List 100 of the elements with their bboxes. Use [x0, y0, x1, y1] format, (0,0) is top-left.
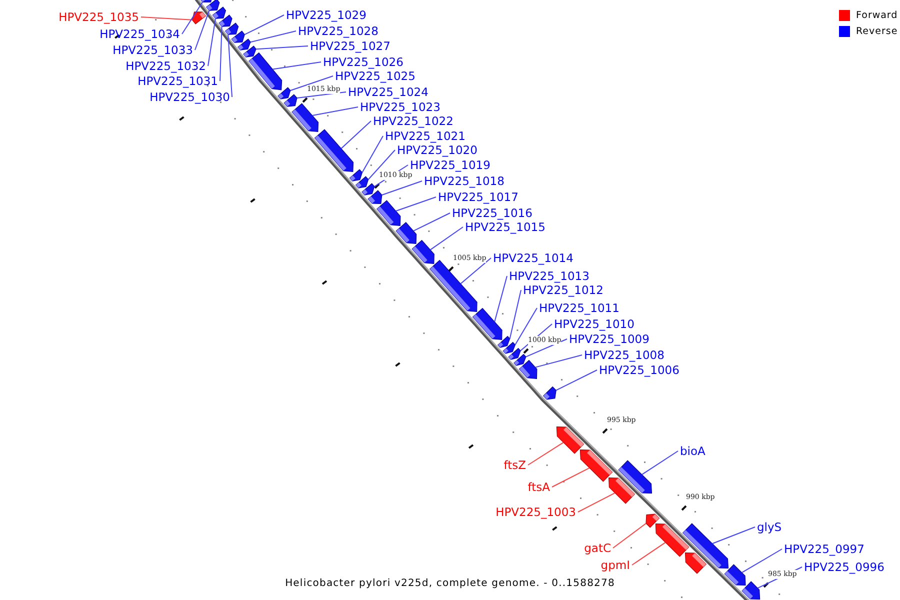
leader-line [296, 92, 346, 98]
leader-line [244, 14, 284, 36]
gene-block [497, 336, 510, 348]
leader-line [272, 62, 322, 70]
gene-label: HPV225_0996 [804, 560, 884, 574]
gene-label: HPV225_1017 [438, 190, 518, 204]
gene-label: HPV225_1012 [523, 283, 604, 297]
gene-block [224, 22, 239, 35]
gene-label: HPV225_1011 [539, 301, 620, 315]
gene-block [218, 14, 232, 27]
gene-block [472, 308, 502, 340]
caption: Helicobacter pylori v225d, complete genome. - 0..1588278 [285, 577, 615, 591]
gene-label: HPV225_1030 [150, 90, 230, 104]
gene-label: HPV225_1026 [323, 55, 404, 69]
gene-block [349, 169, 363, 182]
gene-block [237, 38, 251, 50]
gene-block [231, 30, 245, 43]
gene-label: HPV225_1019 [410, 158, 490, 172]
gene-label: HPV225_1014 [493, 251, 574, 265]
gene-block [655, 524, 690, 557]
gene-block [502, 342, 516, 354]
gene-label: HPV225_1031 [138, 74, 218, 88]
gene-block [314, 129, 354, 172]
leader-line [208, 18, 216, 66]
gene-block [682, 523, 729, 568]
gene-block [192, 12, 206, 24]
legend-label: Reverse [856, 26, 898, 38]
gene-label: gpmI [600, 558, 630, 572]
gene-block [618, 460, 652, 494]
gene-label: HPV225_1024 [348, 85, 428, 99]
gene-label: HPV225_1029 [286, 8, 366, 22]
gene-label: HPV225_1008 [584, 348, 664, 362]
gene-label: HPV225_1028 [298, 24, 378, 38]
gene-label: HPV225_1027 [310, 39, 390, 53]
gene-block [429, 260, 478, 312]
leader-line [340, 120, 372, 149]
leader-line [412, 212, 450, 232]
leader-line [256, 46, 308, 50]
gene-label: HPV225_1032 [126, 59, 206, 73]
leader-line [525, 338, 568, 358]
leader-line [578, 492, 616, 512]
gene-block [198, 0, 214, 2]
gene-label: HPV225_1009 [569, 332, 650, 346]
gene-block [556, 426, 584, 454]
gene-label: HPV225_1003 [496, 505, 576, 519]
gene-block [518, 360, 538, 380]
leader-line [494, 276, 508, 322]
gene-block [243, 46, 256, 58]
leader-line [534, 354, 582, 368]
gene-block [542, 386, 556, 400]
gene-label: HPV225_1018 [424, 174, 504, 188]
gene-block [514, 354, 526, 366]
gene-block [362, 183, 375, 196]
gene-label: HPV225_1020 [397, 143, 478, 157]
leader-line [312, 106, 358, 116]
gene-block [284, 94, 298, 107]
gene-label: HPV225_1013 [509, 269, 590, 283]
legend-label: Forward [856, 10, 898, 22]
leader-line [194, 10, 210, 50]
gene-block [278, 87, 291, 100]
leader-line [228, 34, 232, 98]
leader-line [182, 2, 203, 34]
leader-line [528, 442, 564, 466]
leader-line [362, 136, 384, 173]
leader-line [641, 450, 678, 476]
gene-label: HPV225_1022 [373, 114, 454, 128]
leader-line [140, 16, 193, 20]
gene-label: HPV225_0997 [784, 542, 864, 556]
gene-block [376, 200, 401, 226]
gene-block [248, 52, 282, 90]
leader-line [712, 526, 756, 544]
gene-block [396, 222, 417, 244]
gene-label: HPV225_1010 [554, 317, 634, 331]
gene-label: HPV225_1016 [452, 206, 532, 220]
leader-line [552, 467, 590, 488]
leader-line [381, 180, 422, 196]
leader-line [612, 522, 646, 548]
leader-line [741, 548, 782, 574]
gene-label: HPV225_1015 [465, 220, 546, 234]
leader-line [632, 542, 666, 566]
leader-line [395, 196, 436, 212]
gene-label: HPV225_1006 [599, 363, 680, 377]
leader-line [460, 258, 492, 284]
gene-block [292, 103, 318, 132]
leader-line [556, 370, 598, 391]
gene-label: HPV225_1034 [100, 27, 180, 41]
gene-block [355, 176, 369, 188]
gene-block [368, 190, 382, 204]
gene-label: HPV225_1033 [112, 43, 193, 57]
leader-line [250, 30, 296, 43]
gene-label: HPV225_1025 [335, 69, 416, 83]
leader-line [430, 226, 464, 250]
leader-line [220, 26, 222, 82]
gene-label: ftsA [528, 480, 550, 494]
gene-block [724, 564, 746, 586]
gene-label: glyS [757, 520, 782, 534]
gene-block [508, 348, 521, 360]
gene-label: HPV225_1021 [385, 129, 466, 143]
gene-label: HPV225_1035 [58, 10, 139, 24]
leader-line [509, 290, 522, 340]
